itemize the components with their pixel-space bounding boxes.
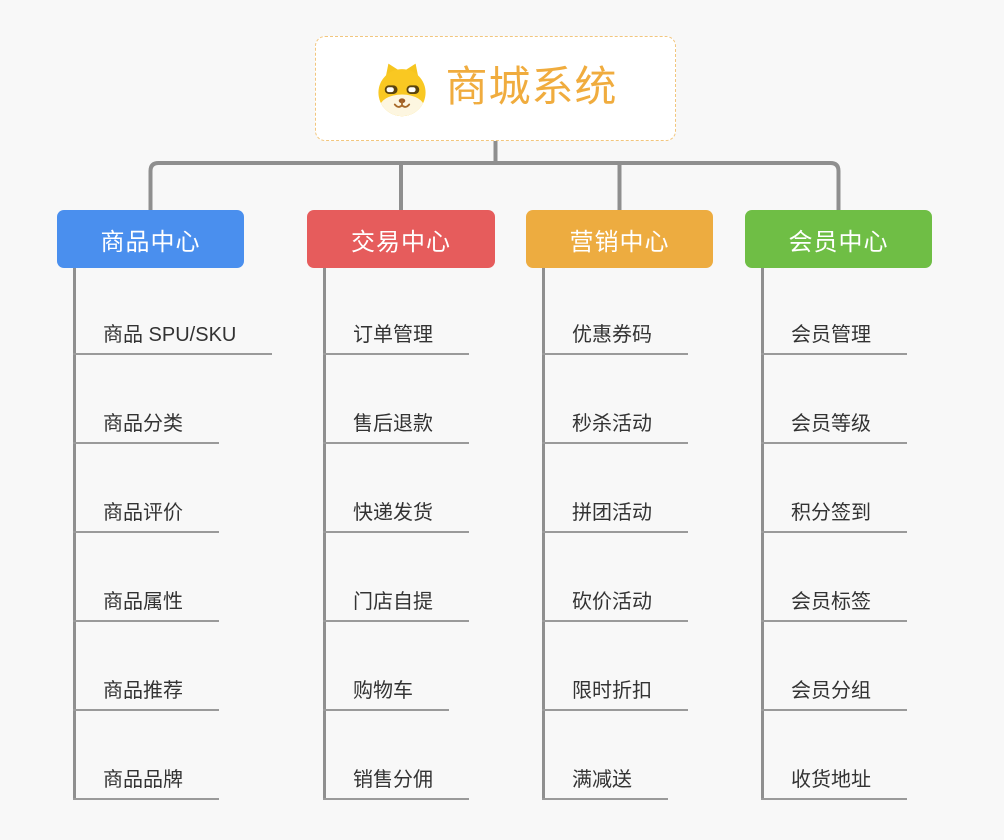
tree-item: 会员分组 <box>761 622 932 711</box>
tree-item-label[interactable]: 会员等级 <box>761 407 907 444</box>
tree-item-label[interactable]: 商品 SPU/SKU <box>73 318 273 355</box>
branch-node-member-center[interactable]: 会员中心 <box>745 210 932 268</box>
tree-item-label[interactable]: 售后退款 <box>323 407 469 444</box>
tree-item: 拼团活动 <box>542 444 713 533</box>
tree-item: 订单管理 <box>323 268 495 355</box>
shiba-dog-icon <box>378 63 427 116</box>
tree-item: 购物车 <box>323 622 495 711</box>
tree-item-label[interactable]: 收货地址 <box>761 763 907 800</box>
branch-node-marketing-center[interactable]: 营销中心 <box>526 210 713 268</box>
tree-item-label[interactable]: 秒杀活动 <box>542 407 688 444</box>
tree-item-label[interactable]: 会员标签 <box>761 585 907 622</box>
branch-items-member-center: 会员管理会员等级积分签到会员标签会员分组收货地址 <box>761 268 932 800</box>
tree-item-label[interactable]: 商品推荐 <box>73 674 219 711</box>
tree-item: 门店自提 <box>323 533 495 622</box>
tree-item-label[interactable]: 会员管理 <box>761 318 907 355</box>
tree-item-label[interactable]: 购物车 <box>323 674 449 711</box>
tree-item: 限时折扣 <box>542 622 713 711</box>
tree-item: 商品分类 <box>73 355 244 444</box>
tree-item: 积分签到 <box>761 444 932 533</box>
tree-item: 会员管理 <box>761 268 932 355</box>
tree-item-label[interactable]: 限时折扣 <box>542 674 688 711</box>
branch-items-product-center: 商品 SPU/SKU 商品分类商品评价商品属性商品推荐商品品牌 <box>73 268 273 800</box>
tree-item: 商品 SPU/SKU <box>73 268 273 355</box>
tree-item-label[interactable]: 订单管理 <box>323 318 469 355</box>
tree-item-label[interactable]: 商品品牌 <box>73 763 219 800</box>
tree-item-label[interactable]: 会员分组 <box>761 674 907 711</box>
tree-item: 会员等级 <box>761 355 932 444</box>
tree-item: 快递发货 <box>323 444 495 533</box>
branch-node-product-center[interactable]: 商品中心 <box>57 210 244 268</box>
tree-item-label[interactable]: 满减送 <box>542 763 668 800</box>
tree-item: 售后退款 <box>323 355 495 444</box>
branch-product-center: 商品中心 商品 SPU/SKU 商品分类商品评价商品属性商品推荐商品品牌 <box>57 210 273 800</box>
tree-item: 优惠券码 <box>542 268 713 355</box>
tree-item-label[interactable]: 商品评价 <box>73 496 219 533</box>
root-node-mall-system[interactable]: 商城系统 <box>315 36 676 141</box>
tree-item: 商品品牌 <box>73 711 244 800</box>
tree-item: 会员标签 <box>761 533 932 622</box>
tree-item: 销售分佣 <box>323 711 495 800</box>
tree-item-label[interactable]: 商品分类 <box>73 407 219 444</box>
tree-item-label[interactable]: 商品属性 <box>73 585 219 622</box>
tree-item-label[interactable]: 砍价活动 <box>542 585 688 622</box>
tree-item: 满减送 <box>542 711 713 800</box>
root-title: 商城系统 <box>445 62 618 110</box>
tree-item-label[interactable]: 积分签到 <box>761 496 907 533</box>
tree-item: 收货地址 <box>761 711 932 800</box>
tree-item-label[interactable]: 销售分佣 <box>323 763 469 800</box>
branch-trade-center: 交易中心 订单管理售后退款快递发货门店自提购物车销售分佣 <box>307 210 495 800</box>
branch-member-center: 会员中心 会员管理会员等级积分签到会员标签会员分组收货地址 <box>745 210 932 800</box>
tree-item: 商品属性 <box>73 533 244 622</box>
tree-item-label[interactable]: 优惠券码 <box>542 318 688 355</box>
tree-item-label[interactable]: 门店自提 <box>323 585 469 622</box>
branch-items-marketing-center: 优惠券码秒杀活动拼团活动砍价活动限时折扣满减送 <box>542 268 713 800</box>
tree-item: 砍价活动 <box>542 533 713 622</box>
branch-items-trade-center: 订单管理售后退款快递发货门店自提购物车销售分佣 <box>323 268 495 800</box>
tree-item: 商品评价 <box>73 444 244 533</box>
tree-item-label[interactable]: 拼团活动 <box>542 496 688 533</box>
tree-item: 商品推荐 <box>73 622 244 711</box>
tree-item-label[interactable]: 快递发货 <box>323 496 469 533</box>
branch-marketing-center: 营销中心 优惠券码秒杀活动拼团活动砍价活动限时折扣满减送 <box>526 210 713 800</box>
tree-item: 秒杀活动 <box>542 355 713 444</box>
branch-node-trade-center[interactable]: 交易中心 <box>307 210 495 268</box>
